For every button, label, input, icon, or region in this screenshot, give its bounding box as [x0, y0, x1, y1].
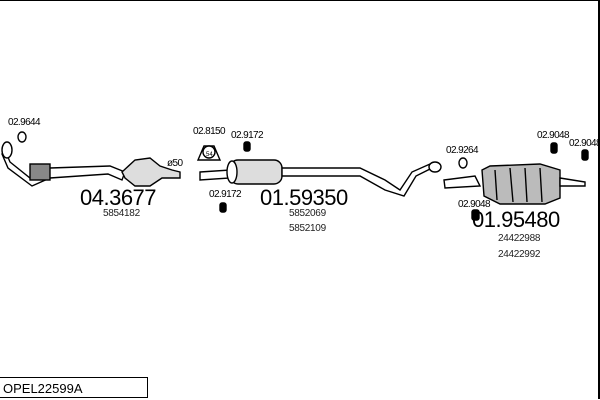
diameter-label: ø50 — [167, 158, 183, 169]
hanger-bottom-label: 02.9172 — [209, 189, 242, 200]
rear-pipe — [443, 175, 482, 189]
middle-muffler — [229, 159, 283, 185]
hanger-icon — [219, 202, 227, 213]
front-flange — [1, 141, 13, 159]
hanger-icon — [243, 141, 251, 152]
oe-number: 5854182 — [103, 208, 140, 219]
ring-icon — [17, 131, 27, 143]
part-number: 04.3677 — [80, 185, 157, 210]
oe-number: 5852109 — [289, 223, 326, 234]
part-number: 01.95480 — [472, 207, 560, 232]
pipe-flange — [428, 161, 442, 173]
part-number: 01.59350 — [260, 185, 348, 210]
flex-joint — [29, 163, 51, 181]
clamp-label: 02.8150 — [193, 126, 226, 137]
clamp-size: 54 — [206, 152, 213, 158]
tailpipe — [559, 177, 586, 187]
hanger-icon — [471, 209, 480, 221]
hanger-icon — [581, 149, 589, 161]
oe-number: 5852069 — [289, 208, 326, 219]
oe-number: 24422988 — [498, 233, 541, 244]
catalytic-converter — [121, 157, 181, 187]
hanger-rear-1-label: 02.9048 — [537, 130, 570, 141]
ring-icon — [458, 157, 468, 169]
ring-front-label: 02.9644 — [8, 117, 41, 128]
ring-rear-label: 02.9264 — [446, 145, 479, 156]
hanger-rear-3-label: 02.9048 — [458, 199, 491, 210]
hanger-top-label: 02.9172 — [231, 130, 264, 141]
middle-pipe — [199, 169, 231, 181]
rear-muffler — [481, 163, 561, 205]
oe-number: 24422992 — [498, 249, 541, 260]
front-pipe — [1, 148, 126, 187]
hanger-rear-2-label: 02.9048 — [569, 138, 600, 149]
diagram-code: OPEL22599A — [0, 377, 148, 398]
hanger-icon — [550, 142, 558, 154]
